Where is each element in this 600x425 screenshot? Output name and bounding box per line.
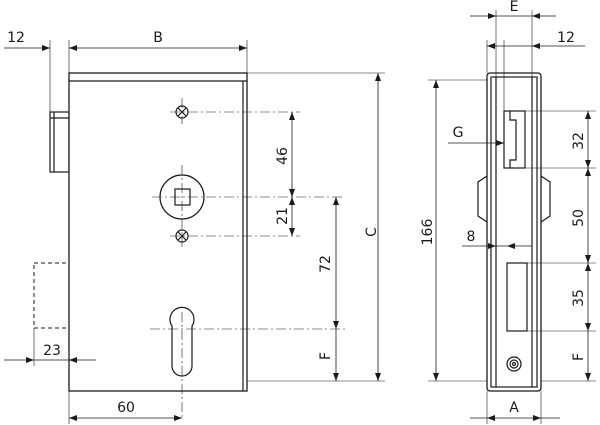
dim-label-F-front: F — [318, 352, 334, 360]
dim-label-A: A — [509, 400, 519, 416]
dim-label-G: G — [453, 125, 464, 141]
dim-label-12-top: 12 — [7, 30, 25, 46]
dim-label-12-side: 12 — [557, 30, 575, 46]
deadbolt — [506, 262, 528, 332]
dim-label-50: 50 — [571, 209, 587, 227]
faceplate-upper — [49, 111, 70, 173]
forend-screw — [506, 356, 522, 372]
dim-label-C: C — [364, 227, 380, 237]
dim-label-E: E — [510, 0, 519, 15]
dim-label-F-side: F — [571, 353, 587, 361]
dim-label-23: 23 — [43, 343, 61, 359]
forend-outer — [486, 72, 542, 392]
dim-label-166: 166 — [420, 219, 436, 246]
side-view: E 12 G 166 8 — [420, 0, 596, 424]
dim-label-21: 21 — [275, 207, 291, 225]
dim-label-35: 35 — [571, 289, 587, 307]
dim-label-32: 32 — [571, 132, 587, 150]
front-view: 12 B C 46 21 72 F — [4, 30, 385, 424]
forend-inner — [490, 76, 538, 388]
dim-label-46: 46 — [275, 147, 291, 165]
follower-housing-right — [540, 175, 551, 223]
dim-label-72: 72 — [318, 255, 334, 273]
dim-label-B: B — [153, 30, 163, 46]
dim-label-60: 60 — [117, 400, 135, 416]
dim-label-8: 8 — [467, 229, 476, 245]
lock-case — [68, 72, 248, 392]
strike-outline — [33, 262, 71, 329]
cylinder-keyhole — [169, 306, 195, 377]
latch-bolt — [503, 110, 526, 169]
follower-housing — [477, 175, 488, 223]
